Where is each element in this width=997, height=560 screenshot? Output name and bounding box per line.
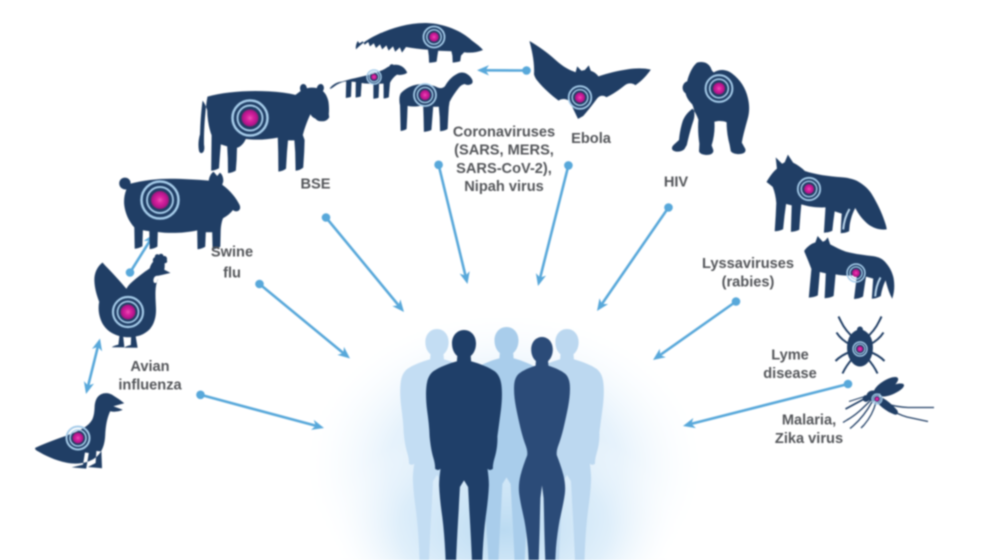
svg-text:influenza: influenza — [118, 378, 182, 394]
svg-text:Malaria,: Malaria, — [782, 413, 836, 429]
svg-text:(rabies): (rabies) — [722, 275, 775, 291]
svg-text:Avian: Avian — [130, 359, 169, 375]
svg-text:HIV: HIV — [664, 175, 689, 191]
svg-text:Ebola: Ebola — [571, 131, 612, 147]
svg-text:Coronaviruses: Coronaviruses — [453, 125, 555, 141]
svg-text:SARS-CoV-2),: SARS-CoV-2), — [456, 161, 552, 177]
svg-text:Nipah virus: Nipah virus — [464, 179, 543, 195]
svg-text:BSE: BSE — [300, 177, 330, 193]
svg-text:Lyme: Lyme — [771, 348, 809, 364]
svg-text:(SARS, MERS,: (SARS, MERS, — [454, 143, 554, 159]
svg-text:disease: disease — [763, 366, 817, 382]
svg-text:Swine: Swine — [211, 245, 253, 261]
svg-text:Lyssaviruses: Lyssaviruses — [702, 256, 794, 272]
svg-text:Zika virus: Zika virus — [775, 431, 843, 447]
svg-text:flu: flu — [223, 266, 241, 282]
